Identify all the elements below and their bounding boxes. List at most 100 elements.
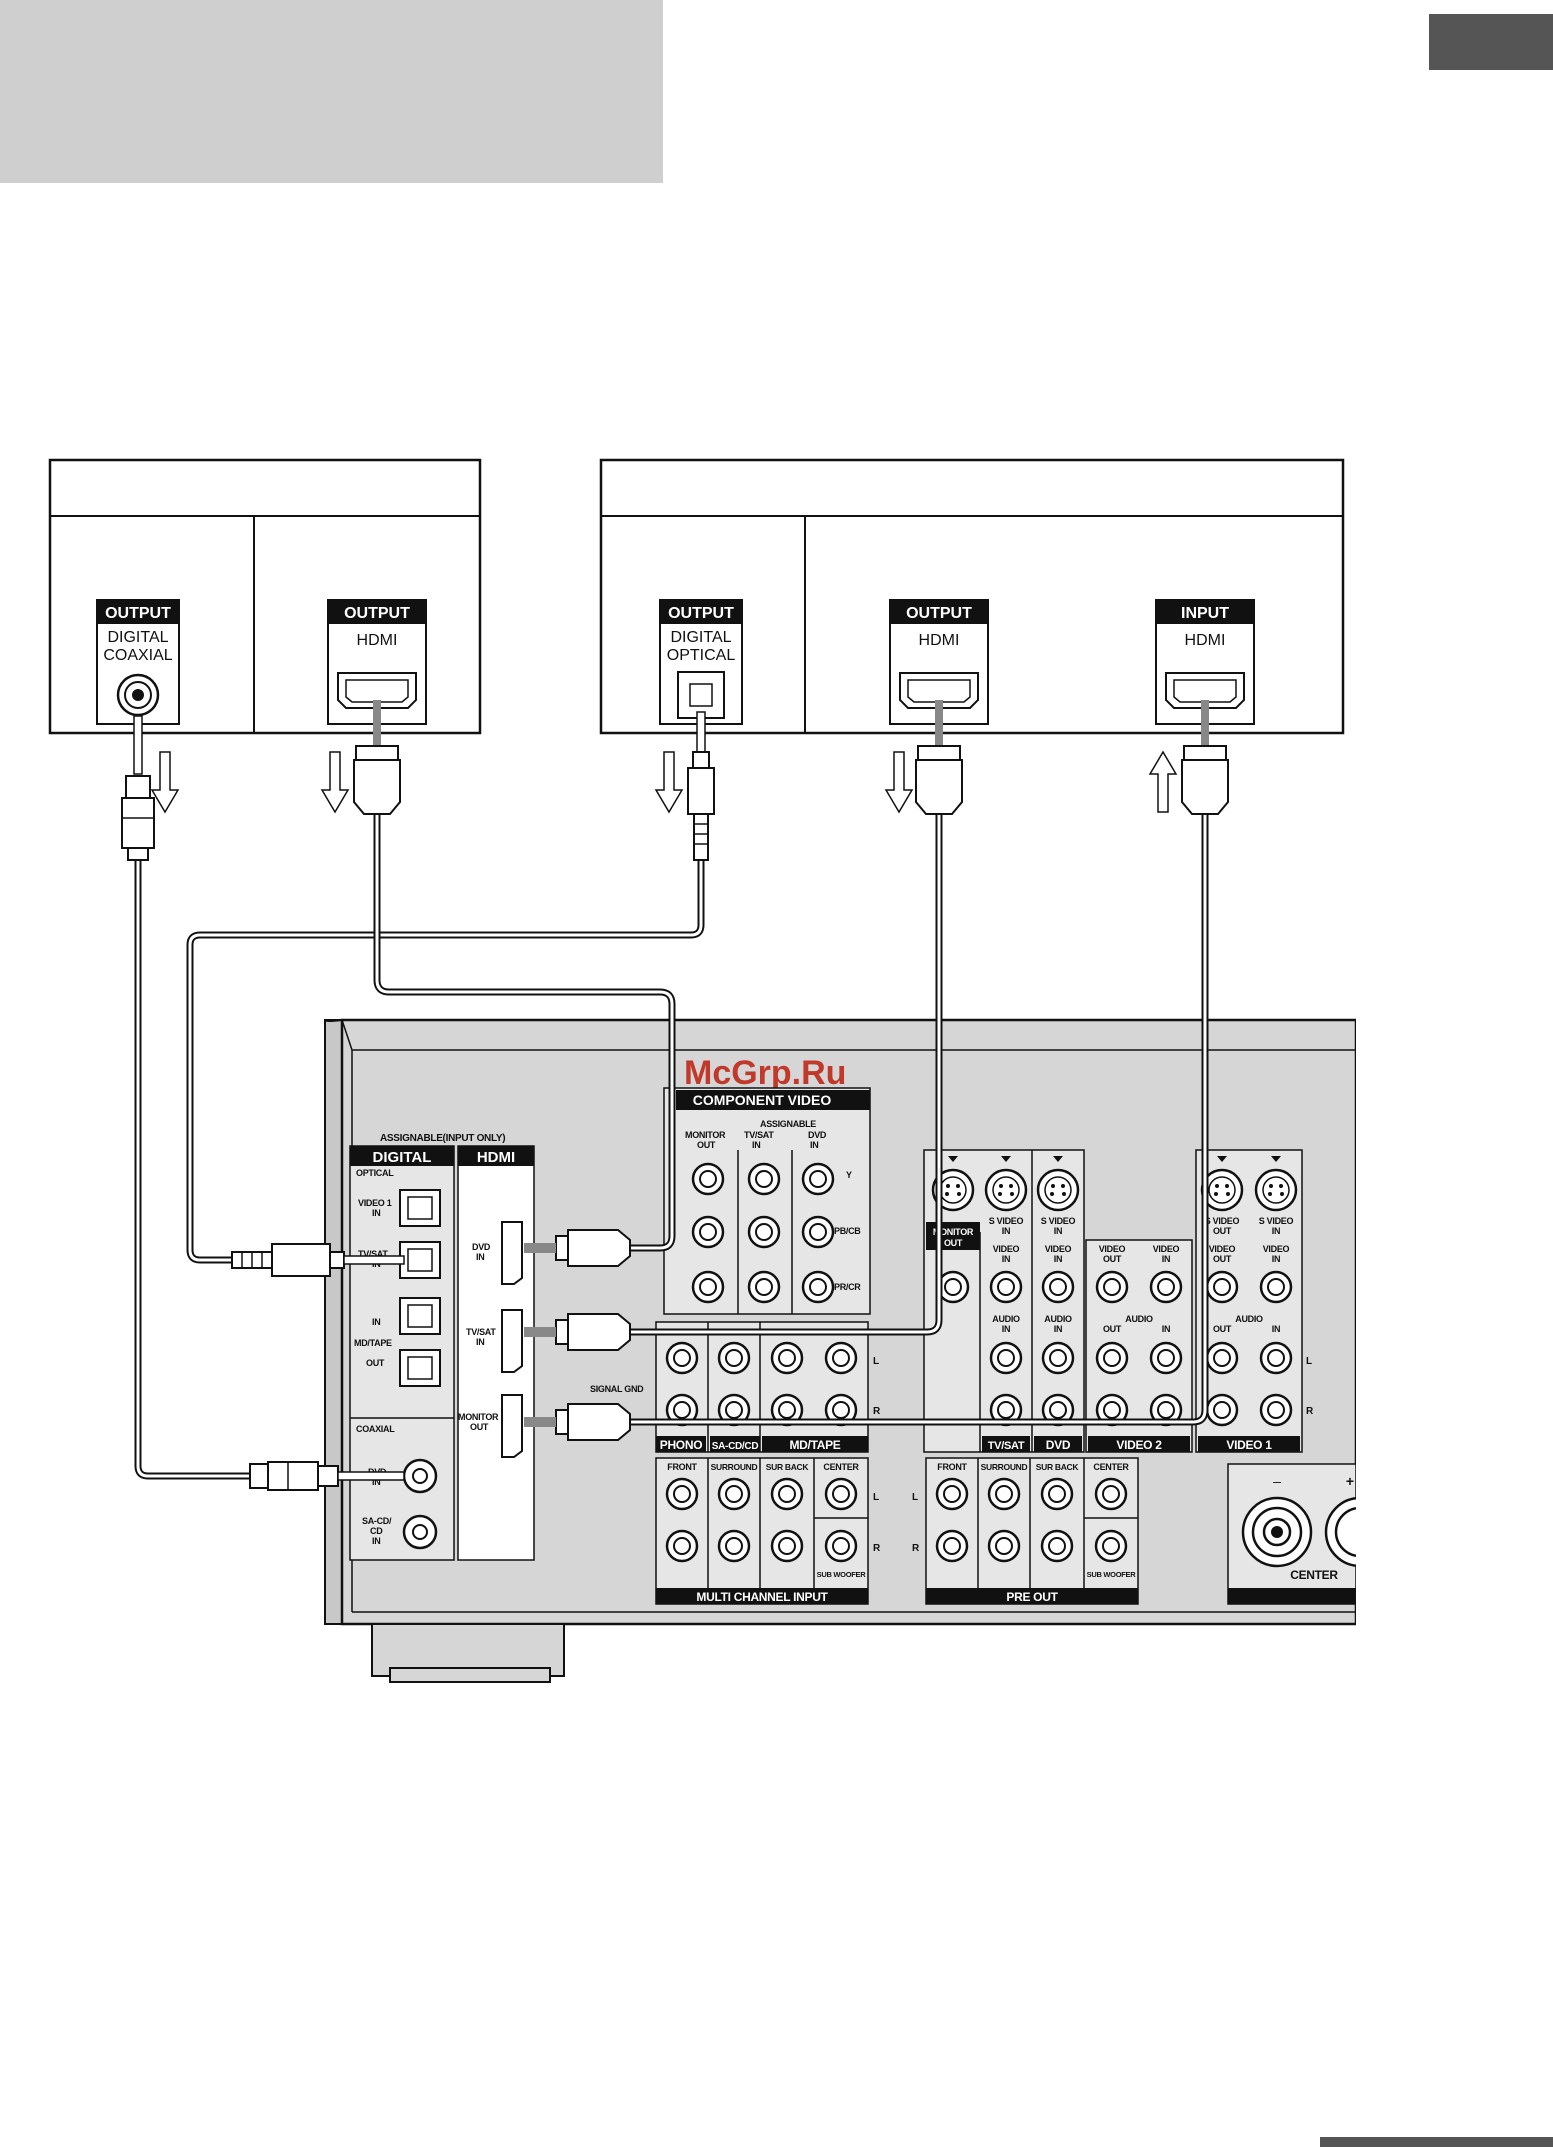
- receiver-plugs: [231, 1229, 631, 1491]
- rca-jack: [1205, 1270, 1239, 1304]
- comp-tvsat-label: IN: [752, 1140, 760, 1150]
- video1-video-label: IN: [1272, 1254, 1280, 1264]
- s-video-label: S VIDEO: [989, 1216, 1024, 1226]
- pr-label: PR/CR: [834, 1282, 861, 1292]
- rca-jack: [717, 1477, 751, 1511]
- po-surround-label: SURROUND: [981, 1462, 1028, 1472]
- rca-jack: [770, 1477, 804, 1511]
- minus-label: –: [1273, 1473, 1281, 1489]
- rca-jack: [987, 1477, 1021, 1511]
- video1-svideo-label: IN: [1272, 1226, 1280, 1236]
- signal-gnd-label: SIGNAL GND: [590, 1384, 644, 1394]
- terminal-label: HDMI: [1185, 632, 1226, 649]
- phono-label: PHONO: [660, 1438, 703, 1452]
- video2-audio-label: IN: [1162, 1324, 1170, 1334]
- optical-output-terminal: OUTPUT DIGITAL OPTICAL: [659, 599, 743, 725]
- rca-jack: [747, 1270, 781, 1304]
- video-label: IN: [1002, 1254, 1010, 1264]
- monitor-svideo-label: OUT: [944, 1238, 963, 1248]
- rca-jack: [1041, 1393, 1075, 1427]
- rca-jack: [770, 1529, 804, 1563]
- rca-jack: [691, 1215, 725, 1249]
- video1-svideo-label: S VIDEO: [1259, 1216, 1294, 1226]
- header-gray-box: [0, 0, 663, 183]
- channel-r-label: R: [873, 1543, 881, 1554]
- s-video-label: IN: [1002, 1226, 1010, 1236]
- channel-l-label: L: [912, 1492, 918, 1503]
- rca-jack: [1259, 1270, 1293, 1304]
- rca-jack: [747, 1162, 781, 1196]
- audio-input-section: PHONO SA-CD/CD MD/TAPE L R: [655, 1321, 881, 1453]
- video1-svideo-label: OUT: [1213, 1226, 1232, 1236]
- rca-jack: [987, 1529, 1021, 1563]
- dvd-coax-label: IN: [372, 1477, 380, 1487]
- comp-dvd-label: IN: [810, 1140, 818, 1150]
- s-video-jack: [1036, 1156, 1080, 1212]
- terminal-label: DIGITAL: [670, 629, 731, 646]
- rca-jack: [717, 1393, 751, 1427]
- mdtape-audio-label: MD/TAPE: [789, 1438, 840, 1452]
- monitor-label: MONITOR: [685, 1130, 726, 1140]
- tvsat-label: TV/SAT: [358, 1249, 388, 1259]
- assignable-label: ASSIGNABLE: [760, 1119, 816, 1129]
- video1-label: VIDEO 1: [358, 1198, 392, 1208]
- signal-arrows: [150, 750, 1178, 814]
- cables: [134, 811, 1209, 1480]
- rca-jack: [1095, 1341, 1129, 1375]
- md-out-label: OUT: [366, 1358, 385, 1368]
- tvsat-section-label: TV/SAT: [988, 1440, 1025, 1452]
- terminal-label: HDMI: [357, 632, 398, 649]
- pb-label: PB/CB: [834, 1226, 861, 1236]
- rca-jack: [1040, 1529, 1074, 1563]
- coaxial-cable: [134, 856, 254, 1480]
- rca-jack: [824, 1341, 858, 1375]
- rca-jack: [824, 1477, 858, 1511]
- down-arrow-icon: [320, 751, 350, 814]
- s-video-label: S VIDEO: [1041, 1216, 1076, 1226]
- rca-jack: [1149, 1270, 1183, 1304]
- coaxial-label: COAXIAL: [356, 1424, 395, 1434]
- po-front-label: FRONT: [937, 1462, 967, 1472]
- rca-jack: [801, 1215, 835, 1249]
- multi-channel-title: MULTI CHANNEL INPUT: [696, 1590, 828, 1604]
- hdmi-title: HDMI: [477, 1149, 515, 1166]
- hdmi-dvd-label: DVD: [472, 1242, 491, 1252]
- rca-jack: [665, 1529, 699, 1563]
- sacd-label: CD: [370, 1526, 383, 1536]
- md-in-label: IN: [372, 1317, 380, 1327]
- video1-section-label: VIDEO 1: [1226, 1438, 1272, 1452]
- rca-jack: [1149, 1393, 1183, 1427]
- mc-subwoofer-label: SUB WOOFER: [817, 1570, 867, 1579]
- rca-jack: [1259, 1341, 1293, 1375]
- rca-jack: [989, 1341, 1023, 1375]
- md-tape-label: MD/TAPE: [354, 1338, 392, 1348]
- digital-title: DIGITAL: [373, 1149, 432, 1166]
- rca-jack: [665, 1477, 699, 1511]
- rca-jack: [1259, 1393, 1293, 1427]
- rca-jack: [717, 1529, 751, 1563]
- s-video-jack: [1200, 1156, 1244, 1212]
- sacd-label: IN: [372, 1536, 380, 1546]
- channel-l-label: L: [873, 1356, 879, 1367]
- dvd-section-label: DVD: [1046, 1438, 1071, 1452]
- assignable-note: ASSIGNABLE(INPUT ONLY): [380, 1133, 505, 1144]
- component-title: COMPONENT VIDEO: [693, 1092, 832, 1108]
- rca-jack: [691, 1162, 725, 1196]
- video2-section-label: VIDEO 2: [1116, 1438, 1162, 1452]
- rca-jack: [801, 1162, 835, 1196]
- comp-dvd-label: DVD: [808, 1130, 827, 1140]
- s-video-jack: [1254, 1156, 1298, 1212]
- mc-surback-label: SUR BACK: [766, 1462, 810, 1472]
- video1-audio-label: OUT: [1213, 1324, 1232, 1334]
- rca-jack: [1094, 1529, 1128, 1563]
- channel-r-label: R: [912, 1543, 920, 1554]
- video2-out-label: OUT: [1103, 1254, 1122, 1264]
- video2-out-label: VIDEO: [1099, 1244, 1126, 1254]
- rca-jack: [824, 1529, 858, 1563]
- video1-audio-label: AUDIO: [1235, 1314, 1263, 1324]
- pre-out-title: PRE OUT: [1006, 1590, 1058, 1604]
- audio-label: AUDIO: [1044, 1314, 1072, 1324]
- rca-jack: [1095, 1270, 1129, 1304]
- s-video-jack: [984, 1156, 1028, 1212]
